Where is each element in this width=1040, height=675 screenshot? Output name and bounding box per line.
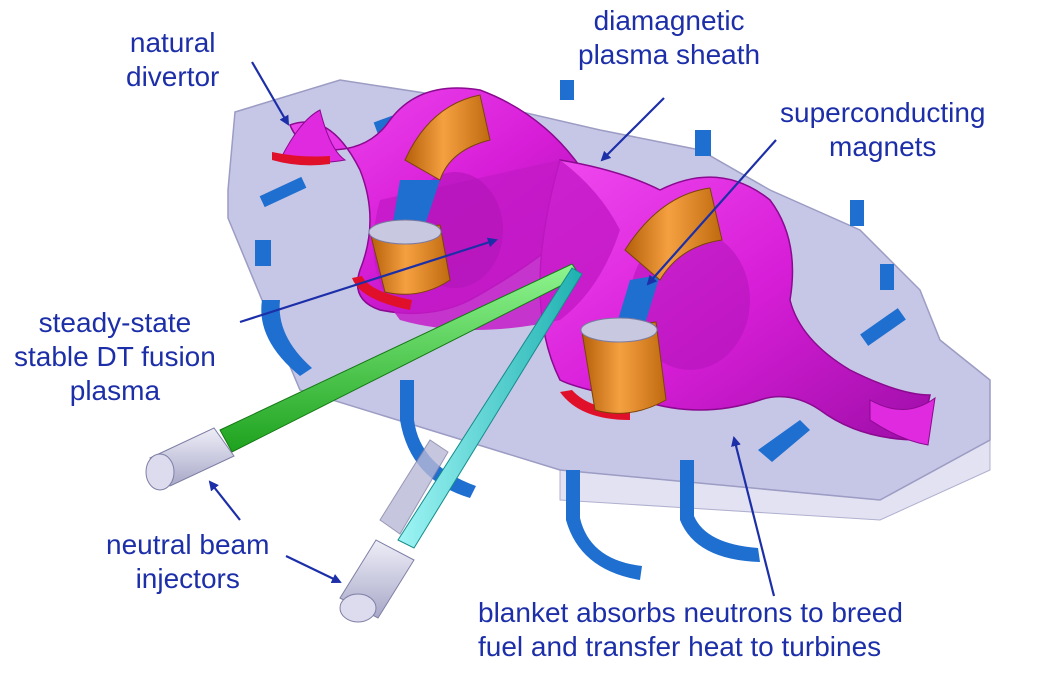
label-fusion-plasma: steady-state stable DT fusion plasma — [14, 306, 216, 408]
label-natural-divertor: natural divertor — [126, 26, 219, 94]
label-fusion-plasma-line-1: steady-state — [14, 306, 216, 340]
green-injector-face — [146, 454, 174, 490]
arrow-green-injector — [210, 482, 240, 520]
label-blanket: blanket absorbs neutrons to breed fuel a… — [478, 596, 903, 664]
cyan-injector-face — [340, 594, 376, 622]
right-lower-coil-top — [581, 318, 657, 342]
label-fusion-plasma-line-3: plasma — [14, 374, 216, 408]
label-magnets-line-1: superconducting — [780, 96, 985, 130]
arrow-cyan-injector — [286, 556, 340, 582]
label-plasma-sheath: diamagnetic plasma sheath — [578, 4, 760, 72]
label-plasma-sheath-line-1: diamagnetic — [578, 4, 760, 38]
label-blanket-line-1: blanket absorbs neutrons to breed — [478, 596, 903, 630]
label-blanket-line-2: fuel and transfer heat to turbines — [478, 630, 903, 664]
label-magnets: superconducting magnets — [780, 96, 985, 164]
label-fusion-plasma-line-2: stable DT fusion — [14, 340, 216, 374]
label-natural-divertor-line-1: natural — [126, 26, 219, 60]
label-beam-injectors: neutral beam injectors — [106, 528, 269, 596]
label-magnets-line-2: magnets — [780, 130, 985, 164]
label-natural-divertor-line-2: divertor — [126, 60, 219, 94]
left-lower-coil-top — [369, 220, 441, 244]
label-beam-injectors-line-2: injectors — [106, 562, 269, 596]
label-plasma-sheath-line-2: plasma sheath — [578, 38, 760, 72]
label-beam-injectors-line-1: neutral beam — [106, 528, 269, 562]
